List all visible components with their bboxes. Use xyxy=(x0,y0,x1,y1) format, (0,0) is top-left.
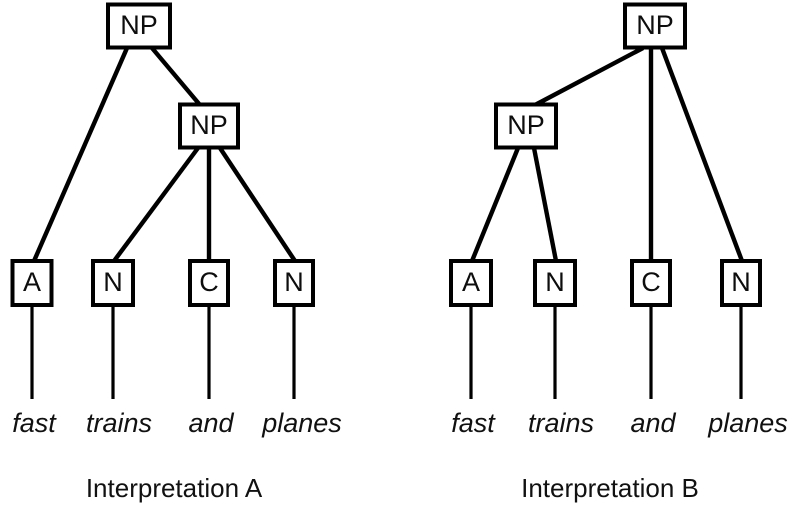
node-box-rect-a-leaf-a xyxy=(10,259,54,307)
node-label-b-leaf-a: A xyxy=(462,267,480,297)
tree-branch-b-np-root-to-b-leaf-n2 xyxy=(659,47,745,262)
word-label-and: and xyxy=(630,408,676,438)
node-box-rect-b-leaf-c xyxy=(630,259,672,307)
node-box-rect-a-np-root xyxy=(106,2,172,50)
node-box-rect-b-leaf-a xyxy=(449,259,493,307)
node-label-b-leaf-c: C xyxy=(641,267,661,297)
node-label-b-leaf-n2: N xyxy=(731,267,751,297)
word-label-and: and xyxy=(188,408,234,438)
node-label-a-leaf-c: C xyxy=(199,267,219,297)
node-label-b-np-inner: NP xyxy=(507,110,545,140)
node-a-leaf-n1[interactable]: N xyxy=(91,259,135,307)
caption-interpretation-a: Interpretation A xyxy=(86,473,263,503)
tree-branch-b-np-root-to-b-np-inner xyxy=(533,46,645,107)
node-a-np-inner[interactable]: NP xyxy=(178,102,240,150)
tree-branch-a-np-inner-to-a-leaf-n2 xyxy=(218,146,297,263)
tree-branch-b-np-inner-to-b-leaf-n1 xyxy=(531,147,559,262)
node-a-leaf-n2[interactable]: N xyxy=(273,259,315,307)
tree-branch-a-np-inner-to-a-leaf-n1 xyxy=(112,146,200,263)
node-box-rect-b-leaf-n1 xyxy=(533,259,577,307)
node-b-np-inner[interactable]: NP xyxy=(494,102,558,150)
node-a-leaf-a[interactable]: A xyxy=(10,259,54,307)
node-box-rect-b-np-root xyxy=(623,2,687,50)
node-a-np-root[interactable]: NP xyxy=(106,2,172,50)
node-b-np-root[interactable]: NP xyxy=(623,2,687,50)
node-a-leaf-c[interactable]: C xyxy=(188,259,230,307)
node-box-rect-b-np-inner xyxy=(494,102,558,150)
node-label-a-leaf-a: A xyxy=(23,267,41,297)
node-label-b-leaf-n1: N xyxy=(545,267,565,297)
word-label-planes: planes xyxy=(707,408,788,438)
node-box-rect-b-leaf-n2 xyxy=(720,259,762,307)
node-box-rect-a-leaf-c xyxy=(188,259,230,307)
node-box-rect-a-leaf-n1 xyxy=(91,259,135,307)
node-label-a-np-inner: NP xyxy=(190,110,228,140)
tree-branch-b-np-inner-to-b-leaf-a xyxy=(469,147,521,262)
caption-interpretation-b: Interpretation B xyxy=(521,473,699,503)
word-label-fast: fast xyxy=(451,408,496,438)
node-label-a-leaf-n1: N xyxy=(103,267,123,297)
node-label-a-np-root: NP xyxy=(120,10,158,40)
word-label-trains: trains xyxy=(86,408,152,438)
node-b-leaf-n1[interactable]: N xyxy=(533,259,577,307)
node-label-b-np-root: NP xyxy=(636,10,674,40)
node-label-a-leaf-n2: N xyxy=(284,267,304,297)
word-label-fast: fast xyxy=(12,408,57,438)
node-b-leaf-c[interactable]: C xyxy=(630,259,672,307)
node-box-rect-a-np-inner xyxy=(178,102,240,150)
tree-branch-a-np-root-to-a-leaf-a xyxy=(31,47,130,262)
word-label-planes: planes xyxy=(261,408,342,438)
node-b-leaf-a[interactable]: A xyxy=(449,259,493,307)
word-label-trains: trains xyxy=(528,408,594,438)
node-b-leaf-n2[interactable]: N xyxy=(720,259,762,307)
tree-branch-a-np-root-to-a-np-inner xyxy=(150,46,202,107)
node-box-rect-a-leaf-n2 xyxy=(273,259,315,307)
